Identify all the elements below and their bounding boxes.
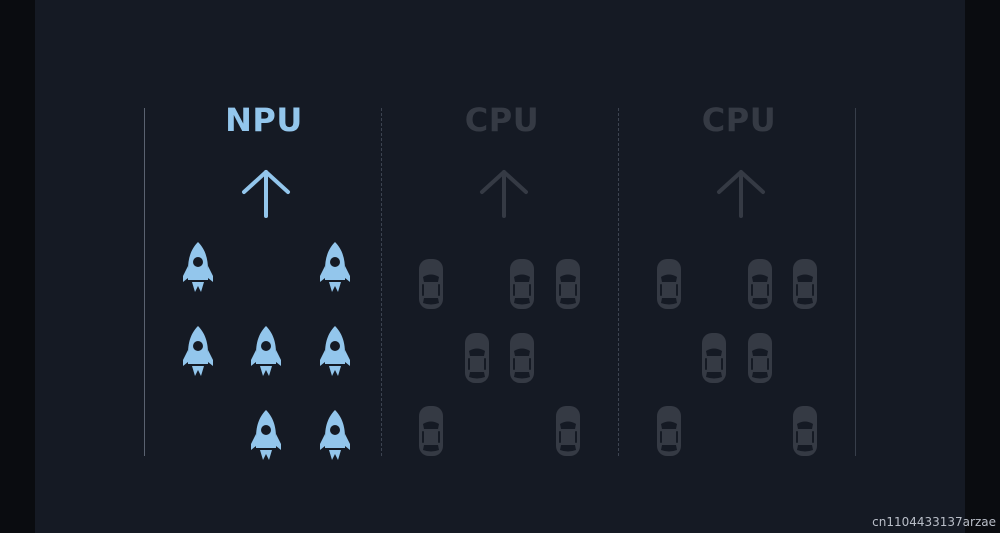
- car-icon: [793, 406, 817, 456]
- npu-heading: NPU: [225, 101, 303, 139]
- divider-right: [855, 108, 856, 456]
- divider-npu-cpu: [381, 108, 382, 456]
- divider-cpu-cpu: [618, 108, 619, 456]
- car-icon: [419, 259, 443, 309]
- car-icon: [748, 333, 772, 383]
- car-icon: [793, 259, 817, 309]
- rocket-icon: [320, 242, 350, 292]
- rocket-icon: [320, 326, 350, 376]
- rocket-icon: [251, 326, 281, 376]
- car-icon: [702, 333, 726, 383]
- diagram-panel: [35, 0, 965, 533]
- car-icon: [510, 333, 534, 383]
- car-icon: [556, 406, 580, 456]
- car-icon: [748, 259, 772, 309]
- divider-left: [144, 108, 145, 456]
- up-arrow-icon: [242, 170, 290, 218]
- rocket-icon: [183, 242, 213, 292]
- watermark: cn1104433137arzae: [872, 515, 996, 529]
- up-arrow-icon: [717, 170, 765, 218]
- car-icon: [419, 406, 443, 456]
- rocket-icon: [320, 410, 350, 460]
- rocket-icon: [183, 326, 213, 376]
- cpu-heading-1: CPU: [464, 101, 540, 139]
- car-icon: [465, 333, 489, 383]
- car-icon: [510, 259, 534, 309]
- car-icon: [657, 406, 681, 456]
- car-icon: [657, 259, 681, 309]
- up-arrow-icon: [480, 170, 528, 218]
- car-icon: [556, 259, 580, 309]
- cpu-heading-2: CPU: [701, 101, 777, 139]
- rocket-icon: [251, 410, 281, 460]
